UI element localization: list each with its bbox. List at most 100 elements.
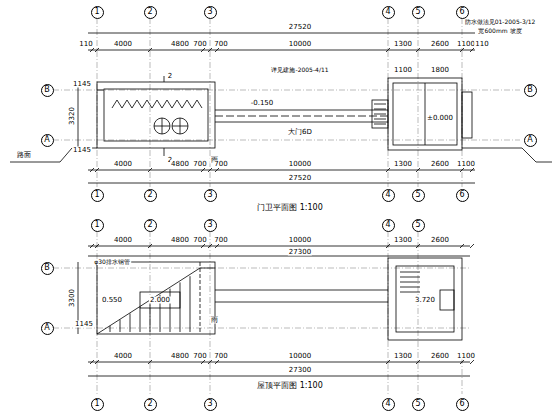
drawing-stroke [95,168,99,172]
axis-number: 1 [94,8,99,16]
drawing-label: 2600 [430,353,450,360]
drawing-stroke [90,48,94,52]
drawing-stroke [88,33,475,34]
drawing-stroke [180,118,181,134]
drawing-stroke [374,124,386,125]
drawing-stroke [200,262,201,334]
drawing-label: 大门6D [287,129,313,136]
drawing-stroke [150,301,151,332]
drawing-stroke [154,118,170,134]
drawing-stroke [215,168,219,172]
drawing-label: 1300 [393,237,413,244]
drawing-stroke [88,50,475,51]
axis-bubble: 1 [91,219,104,232]
axis-bubble: 2 [144,6,157,19]
drawing-stroke [95,244,99,248]
drawing-stroke [97,82,215,148]
drawing-stroke [78,82,79,150]
drawing-stroke [95,360,99,364]
drawing-label: 10000 [288,237,312,244]
axis-number: 6 [459,191,464,199]
drawing-label: 4800 [170,41,190,48]
axis-number: 2 [147,191,152,199]
drawing-label: 4800 [170,353,190,360]
axis-bubble: 5 [412,398,425,411]
drawing-stroke [215,116,388,117]
axis-number: B [527,86,533,94]
axis-bubble: 4 [382,398,395,411]
drawing-stroke [215,302,388,303]
axis-bubble: 3 [204,219,217,232]
drawing-stroke [164,148,165,156]
guardhouse-plan [10,76,552,162]
drawing-label: 3300 [69,288,76,308]
axis-number: 1 [94,221,99,229]
drawing-stroke [53,90,520,91]
drawing-label: -0.150 [250,100,275,107]
drawing-stroke [372,100,388,128]
axis-number: 3 [207,191,212,199]
drawing-stroke [208,244,212,248]
drawing-stroke [470,168,474,172]
axis-bubble: 4 [382,6,395,19]
drawing-stroke [388,78,462,150]
axis-bubble: 5 [412,219,425,232]
drawing-label: 110 [78,41,93,48]
drawing-label: 1100 [456,41,476,48]
drawing-stroke [416,360,420,364]
drawing-stroke [208,168,212,172]
axis-bubble: 2 [144,398,157,411]
axis-bubble: A [524,134,537,147]
drawing-stroke [416,48,420,52]
axis-bubble: 5 [412,6,425,19]
drawing-stroke [418,231,419,394]
drawing-label: 1100 [456,161,476,168]
drawing-stroke [90,244,94,248]
drawing-label: 700 [192,353,207,360]
drawing-stroke [215,110,388,111]
drawing-label: 700 [192,41,207,48]
axis-bubble: 1 [91,6,104,19]
drawing-stroke [215,290,388,291]
drawing-stroke [400,277,420,278]
axis-bubble: 2 [144,219,157,232]
drawing-label: 700 [213,353,228,360]
axis-lines [53,18,520,394]
drawing-stroke [386,168,390,172]
drawing-stroke [418,18,419,187]
drawing-label: 详见建施-2005-4/11 [270,67,329,73]
drawing-label: 27300 [288,249,312,256]
drawing-label: 1100 [456,353,476,360]
axis-number: 6 [459,8,464,16]
drawing-label: 1145 [72,81,92,88]
drawing-stroke [374,119,386,120]
drawing-stroke [120,320,121,332]
drawing-stroke [172,118,188,134]
drawing-stroke [393,83,457,145]
axis-bubble: 3 [204,189,217,202]
drawing-stroke [470,48,474,52]
drawing-stroke [201,244,205,248]
drawing-stroke [215,360,219,364]
axis-number: 5 [415,191,420,199]
drawing-stroke [112,100,202,108]
drawing-label: ±0.000 [426,115,454,122]
axis-number: 3 [207,221,212,229]
axis-bubble: B [524,84,537,97]
drawing-stroke [470,360,474,364]
drawing-stroke [416,244,420,248]
drawing-stroke [148,48,152,52]
drawing-stroke [201,168,205,172]
axis-number: 4 [385,221,390,229]
axis-bubble: B [41,84,54,97]
drawing-stroke [104,89,208,141]
drawing-stroke [90,360,94,364]
drawing-stroke [388,258,462,340]
drawing-label: 4000 [113,237,133,244]
drawing-label: 10000 [288,41,312,48]
drawing-stroke [148,244,152,248]
axis-number: 4 [385,8,390,16]
drawing-stroke [97,262,215,334]
drawing-label: 1145 [74,321,94,328]
drawing-label: 2.000 [149,297,171,304]
